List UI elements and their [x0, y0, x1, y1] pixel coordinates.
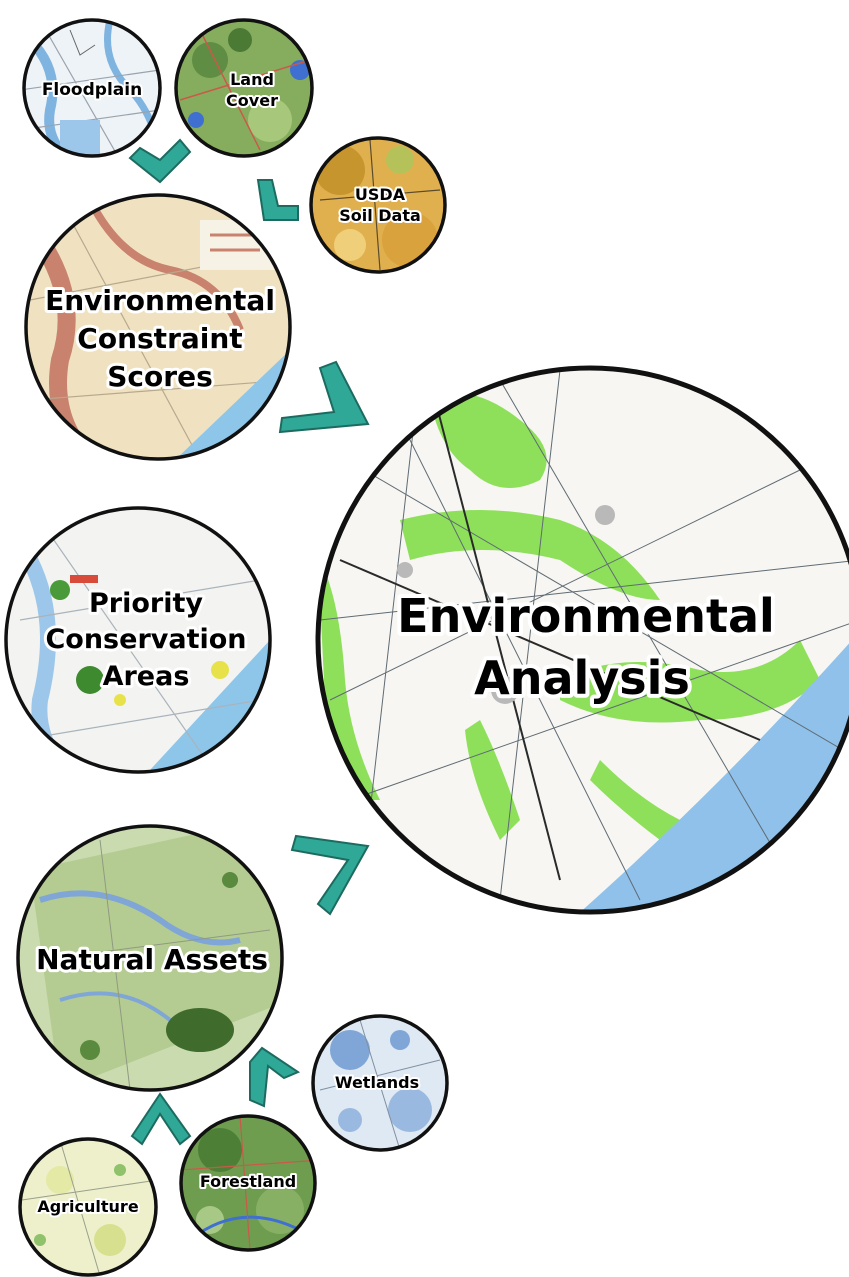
environmental-analysis-circle: Environmental Analysis: [315, 365, 849, 915]
arrow-constraint-to-analysis: [278, 360, 370, 434]
floodplain-label: Floodplain: [42, 80, 142, 100]
env-constraint-label-line1: Environmental: [45, 284, 275, 317]
env-constraint-label-line2: Constraint: [77, 322, 242, 355]
land-cover-label-line1: Land: [230, 70, 274, 89]
env-analysis-label-line2: Analysis: [474, 651, 690, 705]
forestland-circle: Forestland: [179, 1114, 317, 1252]
priority-conservation-circle: Priority Conservation Areas: [4, 506, 272, 774]
arrow-wetlands-to-assets: [249, 1046, 301, 1108]
land-cover-label-line2: Cover: [226, 91, 278, 110]
natural-assets-circle: Natural Assets: [16, 824, 284, 1092]
usda-soil-label-line1: USDA: [355, 185, 406, 204]
usda-soil-label-line2: Soil Data: [339, 206, 421, 225]
arrow-assets-to-analysis: [290, 834, 370, 916]
priority-label-line3: Areas: [103, 661, 190, 692]
arrow-forest-to-assets: [130, 1092, 192, 1146]
arrows: [128, 138, 370, 1146]
wetlands-circle: Wetlands: [311, 1014, 449, 1152]
natural-assets-label: Natural Assets: [36, 943, 268, 976]
agriculture-label: Agriculture: [37, 1197, 139, 1216]
priority-label-line1: Priority: [89, 588, 203, 619]
floodplain-circle: Floodplain: [22, 18, 162, 158]
usda-soil-circle: USDA Soil Data: [309, 136, 447, 274]
land-cover-circle: Land Cover: [174, 18, 314, 158]
arrow-floodplain-to-constraint: [128, 138, 192, 184]
environmental-constraint-circle: Environmental Constraint Scores: [24, 193, 292, 461]
env-constraint-label-line3: Scores: [107, 360, 212, 393]
agriculture-circle: Agriculture: [18, 1137, 158, 1277]
wetlands-label: Wetlands: [335, 1073, 419, 1092]
priority-label-line2: Conservation: [45, 624, 246, 655]
arrow-landcover-to-constraint: [256, 179, 299, 221]
forestland-label: Forestland: [200, 1172, 296, 1191]
env-analysis-label-line1: Environmental: [397, 589, 775, 643]
